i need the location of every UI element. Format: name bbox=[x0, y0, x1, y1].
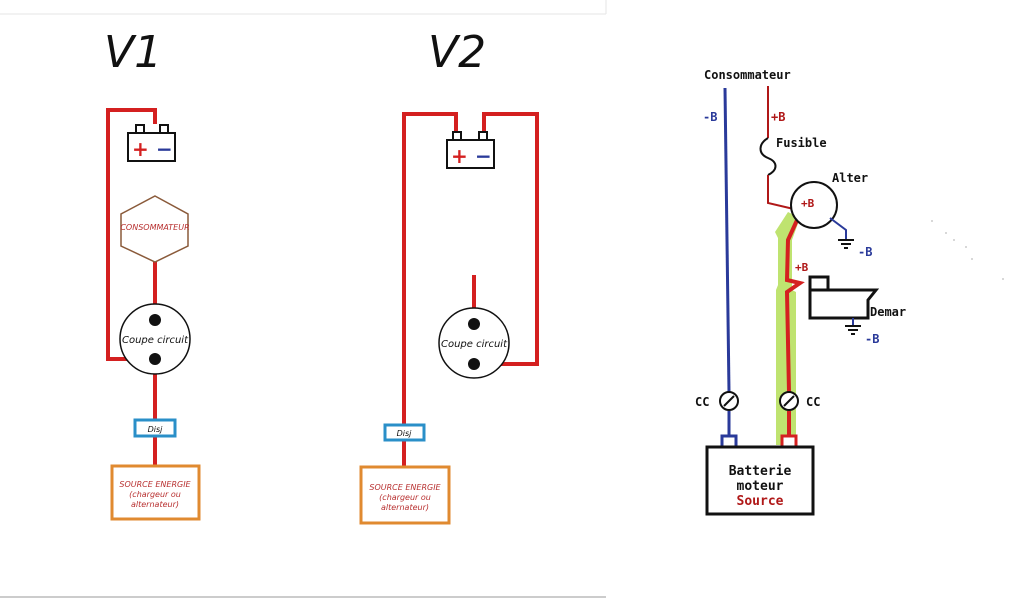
right-battery-neg-terminal bbox=[720, 434, 738, 449]
right-battery-line3: Source bbox=[737, 494, 784, 509]
diagram-right: Consommateur -B +B Fusible Alter +B -B bbox=[695, 68, 1004, 516]
right-starter-neg-label: -B bbox=[865, 332, 879, 346]
v1-battery: + − bbox=[127, 124, 176, 162]
v1-breaker-label: Disj bbox=[148, 425, 164, 434]
right-starter: +B Demar -B bbox=[795, 261, 906, 346]
right-positive-wire-mid bbox=[767, 175, 799, 211]
right-starter-pos-label: +B bbox=[795, 261, 809, 274]
v1-source-line2: (chargeur ou bbox=[129, 490, 181, 499]
v1-loop-wire bbox=[106, 108, 157, 361]
right-cc-left-label: CC bbox=[695, 395, 709, 409]
v1-source: SOURCE ENERGIE (chargeur ou alternateur) bbox=[110, 464, 201, 521]
right-cc-right-label: CC bbox=[806, 395, 820, 409]
right-negative-wire bbox=[723, 87, 731, 393]
v2-left-loop-wire bbox=[402, 112, 458, 425]
v1-consumer: CONSOMMATEUR bbox=[120, 195, 190, 263]
v2-switch: Coupe circuit bbox=[438, 307, 510, 379]
v1-switch-label: Coupe circuit bbox=[122, 335, 189, 346]
v2-battery: + − bbox=[446, 131, 495, 169]
right-alternator: Alter +B -B bbox=[790, 171, 872, 259]
right-battery-line1: Batterie bbox=[729, 464, 792, 479]
right-cc-left: CC bbox=[695, 391, 739, 411]
right-positive-main-wire bbox=[784, 217, 805, 393]
right-starter-label: Demar bbox=[870, 305, 906, 319]
right-cc-right: CC bbox=[779, 391, 820, 411]
right-neg-b-label: -B bbox=[703, 110, 717, 124]
v1-source-line3: alternateur) bbox=[131, 500, 179, 509]
v2-right-loop-wire bbox=[475, 112, 539, 366]
v1-battery-plus: + bbox=[132, 137, 149, 161]
v1-title: V1 bbox=[104, 27, 162, 78]
v1-battery-minus: − bbox=[156, 137, 173, 161]
v2-breaker: Disj bbox=[383, 423, 426, 442]
right-battery-line2: moteur bbox=[737, 479, 784, 494]
right-battery: Batterie moteur Source bbox=[705, 445, 815, 516]
v2-source-line2: (chargeur ou bbox=[379, 493, 431, 502]
right-fuse: Fusible bbox=[759, 136, 827, 176]
v1-consumer-label: CONSOMMATEUR bbox=[120, 223, 189, 232]
right-alt-neg-label: -B bbox=[858, 245, 872, 259]
right-faint-marks bbox=[931, 220, 1004, 280]
right-alt-pos-label: +B bbox=[801, 197, 815, 210]
right-consumer-label: Consommateur bbox=[704, 68, 791, 82]
right-battery-pos-terminal bbox=[780, 434, 798, 449]
v2-source: SOURCE ENERGIE (chargeur ou alternateur) bbox=[359, 465, 451, 525]
v2-battery-plus: + bbox=[451, 144, 468, 168]
v2-source-line1: SOURCE ENERGIE bbox=[369, 483, 441, 492]
v2-source-line3: alternateur) bbox=[381, 503, 429, 512]
right-pos-b-label: +B bbox=[771, 110, 785, 124]
v1-source-line1: SOURCE ENERGIE bbox=[119, 480, 191, 489]
v2-breaker-label: Disj bbox=[397, 429, 413, 438]
v1-switch: Coupe circuit bbox=[119, 303, 191, 375]
right-fuse-label: Fusible bbox=[776, 136, 827, 150]
v1-breaker: Disj bbox=[133, 418, 177, 438]
diagram-v2: V2 + − Coupe circuit Disj SOU bbox=[359, 27, 539, 525]
right-alternator-label: Alter bbox=[832, 171, 868, 185]
v2-switch-label: Coupe circuit bbox=[441, 339, 508, 350]
v2-battery-minus: − bbox=[475, 144, 492, 168]
diagram-v1: V1 + − CONSOMMATEUR Coupe circuit bbox=[104, 27, 201, 521]
v2-title: V2 bbox=[428, 27, 486, 78]
